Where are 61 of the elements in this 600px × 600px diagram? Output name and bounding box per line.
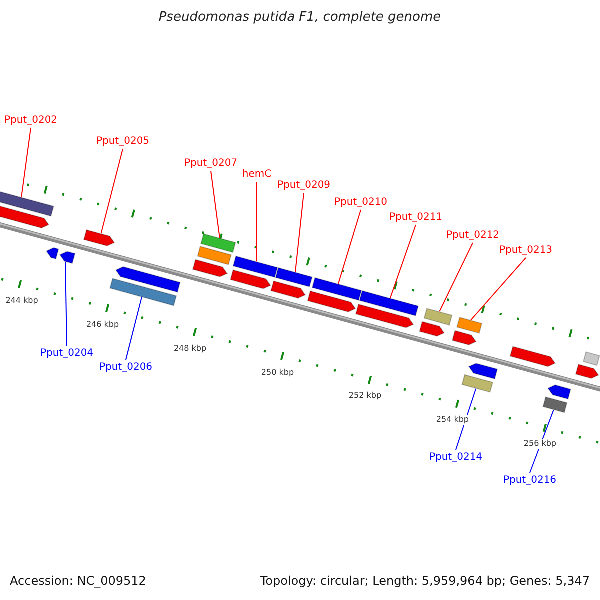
gene-label: Pput_0205 — [96, 135, 150, 148]
gene-feature — [46, 247, 60, 260]
gene-feature — [468, 363, 498, 380]
gene-label: Pput_0206 — [99, 361, 153, 374]
gene-label: Pput_0204 — [40, 347, 94, 360]
gene-bar — [110, 278, 178, 306]
leader-line — [295, 192, 304, 273]
gene-bar — [312, 277, 362, 302]
scale-label: 246 kbp — [86, 320, 120, 330]
leader-line — [470, 258, 526, 321]
leader-line — [100, 148, 124, 234]
gene-feature — [355, 304, 414, 328]
scale-label: 252 kbp — [348, 391, 382, 402]
gene-label: Pput_0210 — [334, 196, 388, 209]
gene-label: hemC — [242, 168, 272, 181]
gene-label: Pput_0202 — [4, 114, 58, 127]
gene-feature — [307, 290, 356, 313]
title: Pseudomonas putida F1, complete genome — [158, 11, 442, 24]
scale-label: 244 kbp — [6, 296, 38, 306]
gene-feature — [83, 229, 116, 247]
gene-bar — [197, 246, 232, 266]
leader-line — [390, 224, 416, 299]
gene-feature — [419, 321, 445, 337]
gene-feature — [192, 259, 228, 278]
leader-line — [126, 297, 142, 360]
gene-bar — [582, 352, 600, 366]
accession-text: Accession: NC_009512 — [10, 575, 146, 588]
leader-line — [439, 242, 474, 312]
gene-bar — [462, 374, 494, 393]
gene-bar — [200, 233, 236, 254]
gene-bar — [424, 308, 453, 326]
gene-feature — [270, 280, 306, 299]
gene-bar — [275, 267, 313, 288]
gene-feature — [510, 346, 556, 368]
scale-label: 250 kbp — [261, 368, 294, 378]
gene-label: Pput_0216 — [503, 474, 557, 487]
gene-feature — [548, 384, 572, 400]
gene-feature — [452, 330, 477, 346]
leader-line — [338, 210, 362, 284]
genome-info-text: Topology: circular; Length: 5,959,964 bp; Genes: 5,347 — [260, 575, 590, 588]
leader-line — [65, 262, 68, 346]
gene-label: Pput_0207 — [184, 157, 238, 170]
gene-feature — [230, 270, 272, 290]
gene-label: Pput_0214 — [429, 451, 483, 464]
gene-label: Pput_0213 — [499, 244, 553, 257]
leader-line — [256, 182, 258, 262]
gene-feature — [59, 251, 76, 264]
gene-label: Pput_0209 — [277, 179, 331, 192]
scale-label: 256 kbp — [524, 439, 556, 450]
gene-bar — [359, 290, 420, 317]
gene-feature — [575, 364, 600, 380]
leader-line — [210, 170, 220, 238]
gene-bar — [542, 396, 568, 414]
leader-line — [21, 128, 32, 198]
gene-label: Pput_0212 — [446, 229, 500, 242]
gene-bar — [232, 256, 278, 278]
gene-label: Pput_0211 — [389, 211, 443, 224]
gene-bar — [456, 316, 483, 334]
scale-label: 254 kbp — [436, 415, 469, 426]
gene-feature — [115, 266, 181, 293]
scale-label: 248 kbp — [174, 344, 207, 354]
